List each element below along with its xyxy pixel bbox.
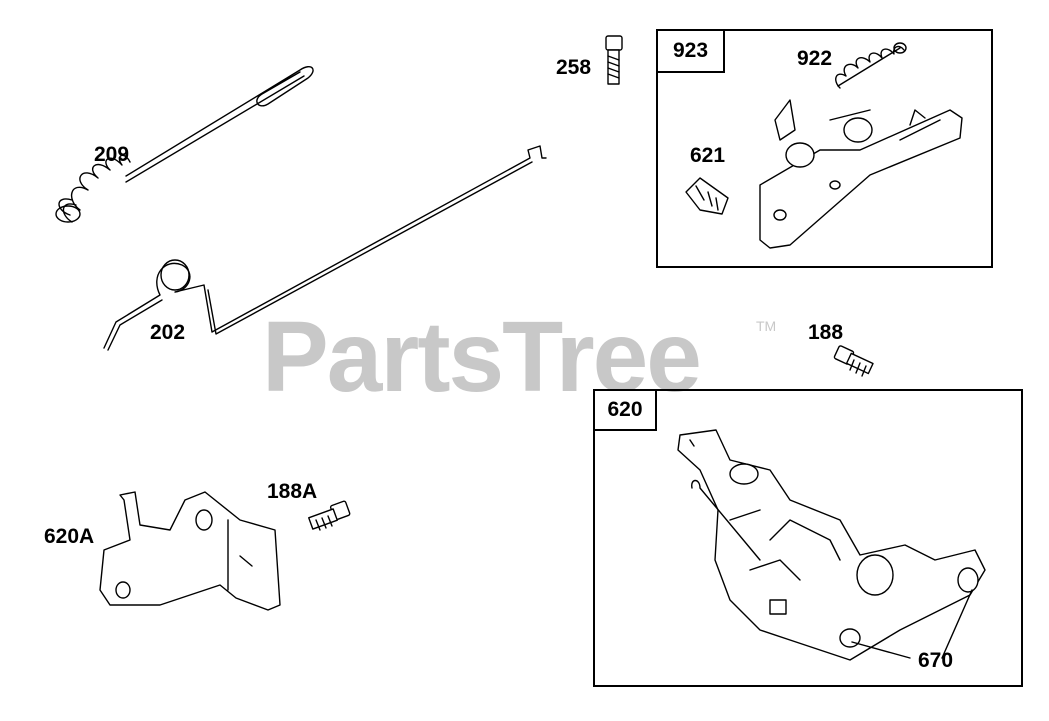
assembly-620-drawing — [677, 429, 986, 661]
callout-670[interactable]: 670 — [918, 649, 954, 672]
callout-209[interactable]: 209 — [94, 143, 130, 166]
callout-188A[interactable]: 188A — [267, 480, 318, 503]
callout-202[interactable]: 202 — [150, 321, 186, 344]
spring-209-drawing — [55, 66, 314, 223]
rod-202-drawing — [103, 145, 547, 351]
callout-258[interactable]: 258 — [556, 56, 592, 79]
screw-188A-drawing — [308, 500, 351, 531]
screw-188-drawing — [833, 345, 874, 377]
callout-188[interactable]: 188 — [808, 321, 844, 344]
bracket-620A-drawing — [99, 491, 281, 611]
box-tag-923: 923 — [658, 31, 725, 73]
callout-922[interactable]: 922 — [797, 47, 833, 70]
callout-620A[interactable]: 620A — [44, 525, 95, 548]
leader-670 — [851, 589, 973, 659]
assembly-box-620: 620 — [593, 389, 1023, 687]
callout-621[interactable]: 621 — [690, 144, 726, 167]
assembly-box-923: 923 — [656, 29, 993, 268]
box-tag-620: 620 — [595, 391, 657, 431]
screw-258-drawing — [605, 35, 623, 85]
trademark-mark: TM — [756, 318, 777, 334]
assembly-923-drawing — [685, 42, 963, 249]
